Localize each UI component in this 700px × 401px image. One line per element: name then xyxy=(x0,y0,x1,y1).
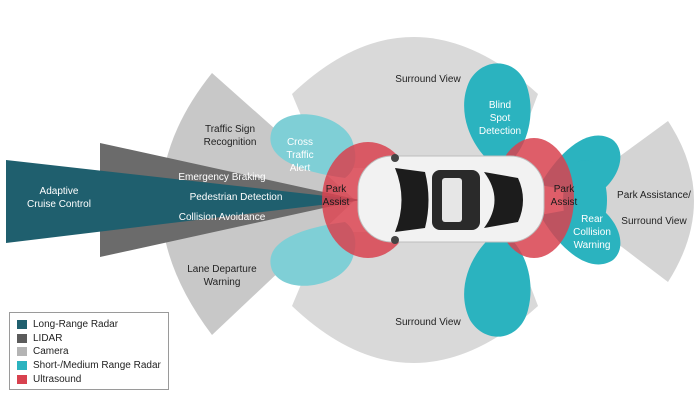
long-range-radar-beam xyxy=(6,160,362,243)
cross-traffic-label-1: Cross xyxy=(287,137,313,148)
lane-departure-label-1: Lane Departure xyxy=(187,264,257,275)
legend-label: Short-/Medium Range Radar xyxy=(33,360,161,372)
legend-label: Ultrasound xyxy=(33,373,82,385)
legend-label: Long-Range Radar xyxy=(33,319,119,331)
park-assist-rear-label-2: Assist xyxy=(551,197,578,208)
park-assist-front-label-1: Park xyxy=(326,184,348,195)
cross-traffic-label-2: Traffic xyxy=(286,150,313,161)
blind-spot-radar-bottom xyxy=(464,230,531,337)
surround-view-top-label: Surround View xyxy=(395,74,461,85)
rear-camera-fan xyxy=(560,121,694,282)
legend-swatch xyxy=(17,361,27,371)
legend-item-camera: Camera xyxy=(17,345,168,359)
traffic-sign-label-1: Traffic Sign xyxy=(205,124,255,135)
lane-departure-label-2: Warning xyxy=(204,277,241,288)
legend-label: LIDAR xyxy=(33,332,63,344)
blind-spot-radar-top xyxy=(464,63,531,170)
rear-collision-label-2: Collision xyxy=(573,227,611,238)
traffic-sign-label-2: Recognition xyxy=(204,137,257,148)
park-assistance-surround-label-2: Surround View xyxy=(621,216,687,227)
car-top-view xyxy=(357,154,545,244)
legend-label: Camera xyxy=(33,346,69,358)
surround-view-bottom-label: Surround View xyxy=(395,317,461,328)
legend-item-long-range-radar: Long-Range Radar xyxy=(17,318,168,332)
legend-item-ultrasound: Ultrasound xyxy=(17,372,168,386)
legend-swatch xyxy=(17,320,27,330)
collision-avoidance-label: Collision Avoidance xyxy=(179,212,266,223)
emergency-braking-label: Emergency Braking xyxy=(178,172,265,183)
park-assist-front-label-2: Assist xyxy=(323,197,350,208)
park-assist-rear-label-1: Park xyxy=(554,184,576,195)
legend-item-short-medium-radar: Short-/Medium Range Radar xyxy=(17,359,168,373)
legend-swatch xyxy=(17,374,27,384)
blind-spot-label-2: Spot xyxy=(490,113,511,124)
legend-item-lidar: LIDAR xyxy=(17,332,168,346)
cross-traffic-label-3: Alert xyxy=(290,163,311,174)
pedestrian-detection-label: Pedestrian Detection xyxy=(190,192,283,203)
blind-spot-label-1: Blind xyxy=(489,100,511,111)
adaptive-cruise-label-2: Cruise Control xyxy=(27,199,91,210)
rear-collision-label-3: Warning xyxy=(574,240,611,251)
legend-swatch xyxy=(17,347,27,357)
legend-swatch xyxy=(17,333,27,343)
adaptive-cruise-label-1: Adaptive xyxy=(40,186,79,197)
blind-spot-label-3: Detection xyxy=(479,126,521,137)
legend: Long-Range Radar LIDAR Camera Short-/Med… xyxy=(9,312,169,390)
rear-collision-label-1: Rear xyxy=(581,214,603,225)
rear-radar-center xyxy=(563,160,607,240)
park-assistance-surround-label-1: Park Assistance/ xyxy=(617,190,691,201)
